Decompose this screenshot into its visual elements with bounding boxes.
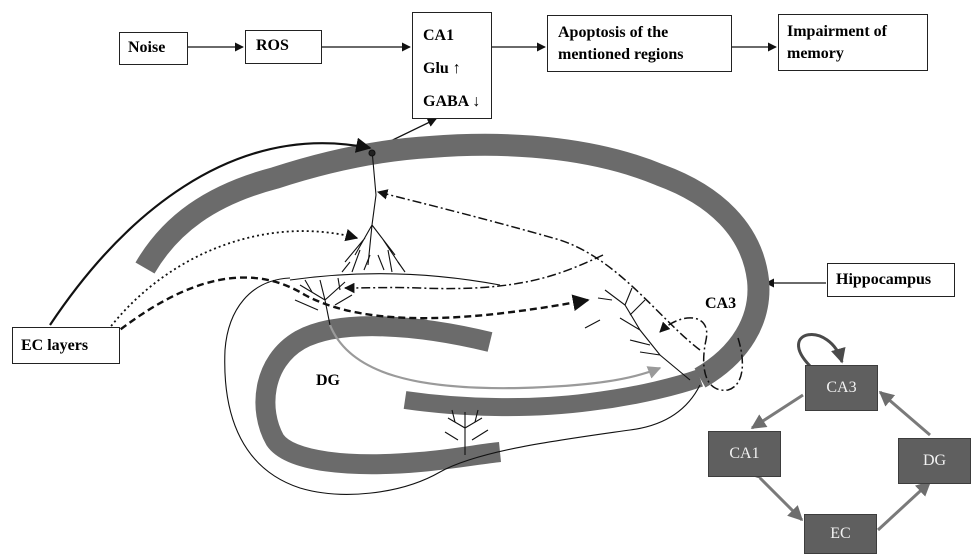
circuit-dg-box: DG [898,438,971,484]
ca1-box-title: CA1 [423,19,491,52]
ca3-recurrent-arrow [799,335,842,366]
dg-to-ca3-arrow [880,392,930,435]
impairment-label: Impairment of memory [787,23,887,62]
glu-label: Glu [423,60,449,77]
ca1-neurochem-box: CA1 Glu ↑ GABA ↓ [412,12,492,119]
hippocampus-label: Hippocampus [836,271,931,288]
gaba-down-arrow-icon: ↓ [472,93,480,110]
circuit-ec-label: EC [830,525,850,543]
ec-layers-box: EC layers [12,327,120,364]
circuit-ca1-box: CA1 [708,431,781,477]
ca3-neuron [585,288,690,380]
ca1-ec-arrow [760,478,802,520]
circuit-ca3-label: CA3 [826,379,856,397]
hippocampus-box: Hippocampus [827,263,955,297]
apoptosis-label: Apoptosis of the mentioned regions [558,24,683,63]
circuit-ec-box: EC [804,514,877,554]
apoptosis-box: Apoptosis of the mentioned regions [547,15,732,72]
circuit-ca1-label: CA1 [729,445,759,463]
glu-row: Glu ↑ [423,52,491,85]
ca3-to-ca1-arrow [752,395,803,428]
ca3-region-label: CA3 [705,295,736,313]
noise-box: Noise [119,32,188,65]
circuit-ca3-box: CA3 [805,365,878,411]
impairment-box: Impairment of memory [778,14,928,71]
gaba-row: GABA ↓ [423,85,491,118]
dg-region-label: DG [316,372,340,390]
ec-layers-label: EC layers [21,337,88,354]
noise-label: Noise [128,39,165,56]
ros-box: ROS [245,30,322,64]
ec-to-dg-arrow [878,482,930,530]
inner-loop-line [290,274,500,285]
dashdot-ec-arrow [345,255,603,289]
ros-label: ROS [256,37,289,54]
gaba-label: GABA [423,93,468,110]
lower-band [405,378,700,407]
glu-up-arrow-icon: ↑ [453,60,461,77]
circuit-dg-label: DG [923,452,946,470]
